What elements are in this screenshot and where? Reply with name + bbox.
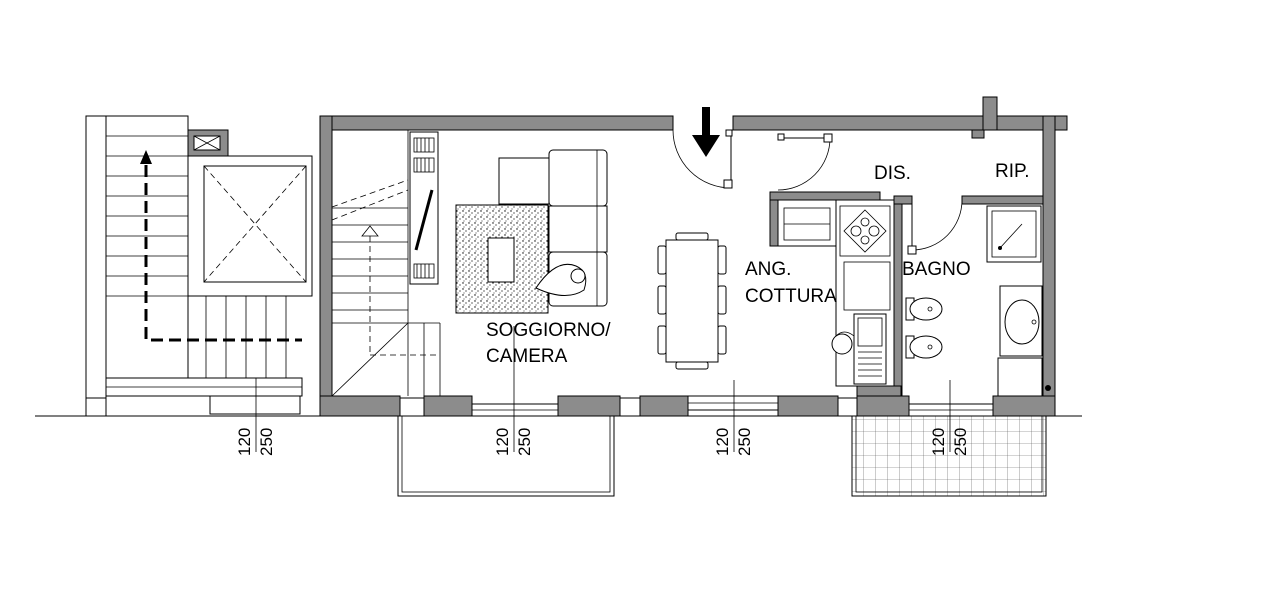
stair-direction-arrow (144, 165, 302, 342)
bathroom (905, 199, 1051, 397)
label-soggiorno-line1: SOGGIORNO/ (486, 320, 611, 341)
opening-height: 250 (257, 428, 276, 456)
opening-height: 250 (515, 428, 534, 456)
opening-dimension: 120 250 (713, 428, 754, 456)
opening-height: 250 (951, 428, 970, 456)
living-furniture (409, 131, 727, 370)
label-soggiorno-line2: CAMERA (486, 346, 568, 367)
entrance-arrow-icon (692, 135, 720, 157)
opening-dimension: 120 250 (235, 428, 276, 456)
balcony-bathroom (851, 415, 1047, 497)
internal-stair (331, 130, 441, 397)
kitchen-sink-icon (831, 313, 887, 385)
label-ripostiglio: RIP. (995, 161, 1030, 182)
opening-height: 250 (735, 428, 754, 456)
bookshelf (409, 131, 439, 285)
sofa (498, 149, 608, 307)
kitchen (777, 133, 895, 387)
opening-dimension: 120 250 (929, 428, 970, 456)
opening-sill: 120 (493, 428, 512, 456)
washing-machine (997, 357, 1043, 397)
shower-tray (986, 205, 1042, 263)
toilet-icon (905, 297, 943, 321)
opening-dimension: 120 250 (493, 428, 534, 456)
opening-sill: 120 (713, 428, 732, 456)
stairwell (85, 115, 313, 417)
washbasin-icon (999, 285, 1043, 357)
walls (319, 96, 1068, 417)
coffee-table (487, 237, 515, 283)
opening-sill: 120 (929, 428, 948, 456)
label-cucina-line1: ANG. (745, 259, 791, 280)
label-cucina-line2: COTTURA (745, 286, 837, 307)
label-bagno: BAGNO (902, 259, 971, 280)
entrance-door (672, 107, 733, 189)
dining-table (657, 232, 727, 370)
bidet-icon (905, 335, 943, 359)
label-disimpegno: DIS. (874, 163, 911, 184)
lift-shaft (187, 155, 313, 297)
opening-sill: 120 (235, 428, 254, 456)
cooktop-icon (839, 205, 891, 257)
windows (399, 395, 994, 417)
